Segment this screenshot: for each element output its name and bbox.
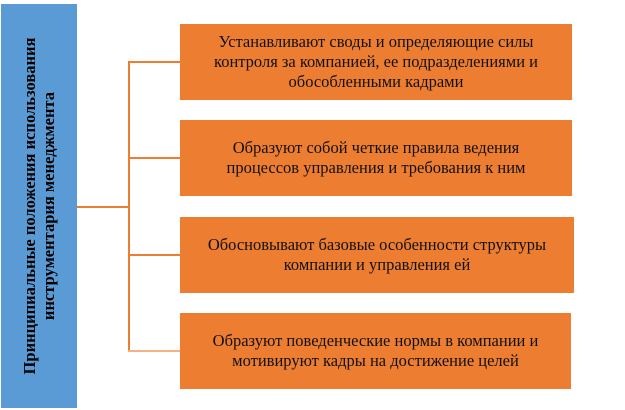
connector-spine (128, 61, 130, 352)
connector-branch-4 (128, 350, 180, 352)
principle-text: Образуют поведенческие нормы в компании … (212, 331, 539, 370)
principle-box-3: Обосновывают базовые особенности структу… (180, 217, 574, 293)
principle-text: Обосновывают базовые особенности структу… (207, 235, 547, 274)
connector-branch-3 (128, 254, 180, 256)
root-node: Принципиальные положения использования и… (1, 4, 77, 408)
connector-branch-1 (128, 61, 180, 63)
root-title: Принципиальные положения использования и… (20, 37, 58, 375)
principle-box-2: Образуют собой четкие правила ведения пр… (180, 120, 572, 196)
principle-text: Устанавливают своды и определяющие силы … (214, 32, 538, 91)
connector-branch-2 (128, 157, 180, 159)
principle-text: Образуют собой четкие правила ведения пр… (226, 138, 526, 177)
principle-box-1: Устанавливают своды и определяющие силы … (180, 24, 572, 100)
principle-box-4: Образуют поведенческие нормы в компании … (180, 313, 571, 389)
connector-trunk (77, 206, 129, 208)
